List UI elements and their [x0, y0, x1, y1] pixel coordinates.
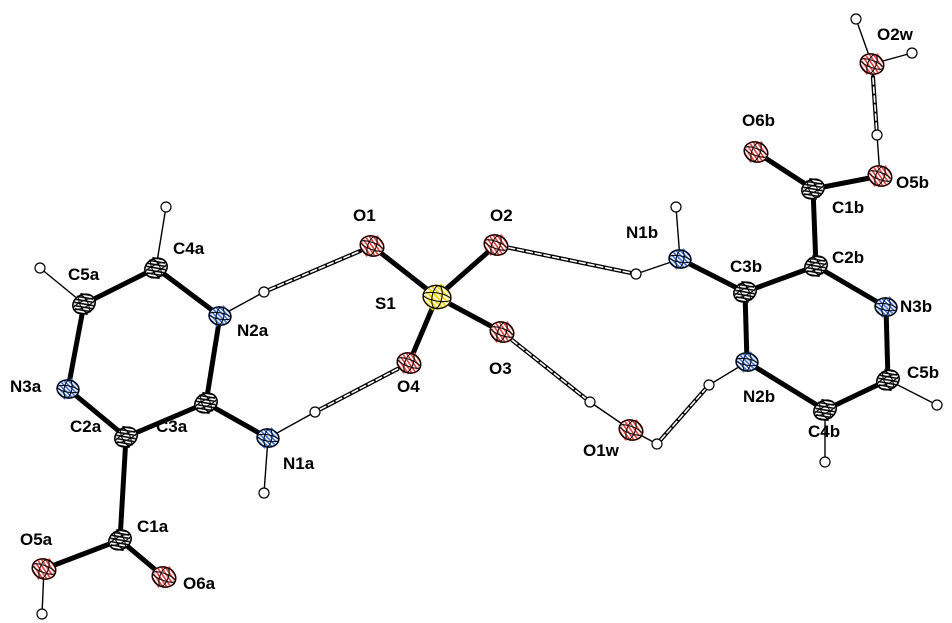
- atom-H_C4a: [160, 201, 172, 213]
- label-c2a: C2a: [70, 417, 102, 436]
- atom-H_N2b: [703, 379, 715, 391]
- label-o2: O2: [490, 206, 513, 225]
- label-c4b: C4b: [808, 422, 840, 441]
- atom-O1: [359, 234, 385, 258]
- atom-H_N1b: [670, 201, 682, 213]
- hydrogen-bond-core: [660, 388, 706, 441]
- label-c1b: C1b: [832, 198, 864, 217]
- atom-H_C4b: [819, 456, 831, 468]
- atom-H_N2a: [258, 286, 270, 298]
- atom-H1_O1w: [584, 396, 596, 408]
- atom-O4: [396, 351, 422, 375]
- atom-H1_N1a: [309, 406, 321, 418]
- label-n3a: N3a: [10, 377, 42, 396]
- bond-C2b-C1b: [810, 186, 819, 269]
- label-c5b: C5b: [907, 363, 939, 382]
- label-c2b: C2b: [832, 248, 864, 267]
- bond-C2a-C1a: [117, 434, 129, 543]
- hydrogen-bond-layer: [267, 74, 879, 442]
- hydrogen-bond-core: [268, 250, 361, 291]
- bond-C2a-C3a: [123, 400, 209, 440]
- label-o6a: O6a: [183, 574, 216, 593]
- bond-C2b-C3b: [742, 263, 819, 295]
- atom-layer: [31, 13, 943, 620]
- covalent-bond-layer: [41, 149, 891, 580]
- atom-C5b: [876, 368, 900, 392]
- atom-N3b: [874, 296, 898, 318]
- bond-C1a-O5a: [41, 537, 123, 572]
- atom-O6b: [743, 140, 769, 164]
- atom-C2b: [804, 254, 828, 278]
- bond-C3b-N2b: [742, 289, 750, 365]
- hydrogen-bond-core: [511, 339, 587, 400]
- atom-O5a: [31, 557, 57, 581]
- label-o1: O1: [353, 206, 376, 225]
- atom-H2_N1a: [258, 487, 270, 499]
- atom-C1a: [108, 528, 132, 552]
- label-o1w: O1w: [583, 441, 620, 460]
- atom-O6a: [151, 565, 177, 589]
- atom-N2b: [735, 351, 759, 373]
- atom-S1: [422, 283, 452, 311]
- atom-H1_O2w: [850, 13, 862, 25]
- hydrogen-bond-core: [507, 246, 631, 274]
- label-o6b: O6b: [742, 111, 775, 130]
- label-o5b: O5b: [896, 173, 929, 192]
- label-c5a: C5a: [68, 265, 100, 284]
- bond-N3b-C2b: [813, 263, 889, 310]
- atom-N1a: [256, 427, 280, 449]
- atom-C4a: [144, 256, 168, 280]
- atom-H2_N1b: [630, 268, 642, 280]
- atom-O2w: [859, 52, 885, 76]
- atom-C3b: [733, 280, 757, 304]
- atom-O3: [489, 320, 515, 344]
- atom-H_C5a: [34, 262, 46, 274]
- atom-H2_O2w: [906, 47, 918, 59]
- hydrogen-bond-core: [872, 76, 878, 130]
- hydrogen-link-layer: [39, 18, 938, 615]
- label-c3a: C3a: [156, 417, 188, 436]
- label-c3b: C3b: [730, 257, 762, 276]
- label-n1b: N1b: [626, 223, 658, 242]
- bond-C4a-N2a: [153, 265, 223, 319]
- atom-labels: S1 O1 O2 O3 O4 N1a N2a N3a C1a C2a C3a C…: [10, 25, 939, 593]
- atom-H2_O1w: [651, 438, 663, 450]
- atom-O1w: [618, 418, 644, 442]
- atom-H_O5a: [36, 608, 48, 620]
- label-c4a: C4a: [173, 239, 205, 258]
- label-o4: O4: [397, 377, 420, 396]
- label-n2b: N2b: [743, 387, 775, 406]
- label-n3b: N3b: [900, 297, 932, 316]
- label-o2w: O2w: [877, 25, 914, 44]
- bond-C5a-N3a: [65, 301, 87, 392]
- atom-H_O5b: [871, 129, 883, 141]
- label-n2a: N2a: [237, 321, 269, 340]
- atom-N3a: [56, 378, 80, 400]
- bond-C4a-C5a: [81, 265, 159, 307]
- bond-C3b-N1b: [677, 256, 748, 295]
- hydrogen-bond-core: [319, 368, 399, 411]
- bond-N2b-C4b: [744, 359, 828, 413]
- atom-O5b: [867, 164, 893, 188]
- atom-C3a: [194, 391, 218, 415]
- bond-C3a-N1a: [203, 400, 271, 441]
- bond-N3a-C2a: [65, 386, 129, 440]
- atom-C1b: [801, 177, 825, 201]
- bond-C3a-N2a: [203, 313, 223, 406]
- label-n1a: N1a: [283, 454, 315, 473]
- label-s1: S1: [375, 294, 396, 313]
- bond-C5b-N3b: [883, 304, 891, 383]
- atom-N2a: [208, 305, 232, 327]
- atom-C4b: [813, 398, 837, 422]
- atom-H_C5b: [931, 399, 943, 411]
- atom-C2a: [114, 425, 138, 449]
- atom-C5a: [72, 292, 96, 316]
- atom-N1b: [668, 248, 692, 270]
- label-c1a: C1a: [137, 517, 169, 536]
- atom-O2: [483, 233, 509, 257]
- label-o3: O3: [489, 359, 512, 378]
- label-o5a: O5a: [20, 530, 53, 549]
